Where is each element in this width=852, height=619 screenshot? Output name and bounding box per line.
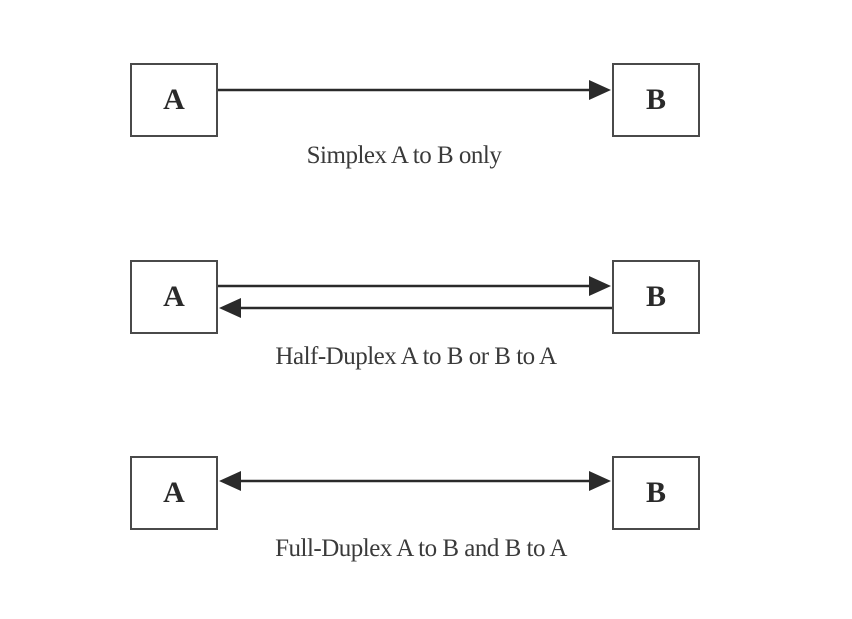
full-duplex-node-a-label: A — [163, 476, 185, 509]
half-duplex-node-a: A — [130, 260, 218, 334]
half-duplex-arrow-b-to-a — [219, 298, 612, 318]
half-duplex-node-a-label: A — [163, 280, 185, 313]
simplex-arrow-a-to-b — [218, 80, 611, 100]
simplex-node-a-label: A — [163, 83, 185, 116]
simplex-node-a: A — [130, 63, 218, 137]
simplex-caption: Simplex A to B only — [306, 142, 502, 169]
full-duplex-node-a: A — [130, 456, 218, 530]
full-duplex-arrow-bidirectional — [219, 471, 611, 491]
half-duplex-caption: Half-Duplex A to B or B to A — [275, 343, 557, 370]
half-duplex-node-b: B — [612, 260, 700, 334]
simplex-node-b-label: B — [645, 83, 666, 116]
full-duplex-node-b-label: B — [645, 476, 666, 509]
full-duplex-caption: Full-Duplex A to B and B to A — [275, 535, 567, 562]
half-duplex-arrow-a-to-b — [218, 276, 611, 296]
half-duplex-node-b-label: B — [645, 280, 666, 313]
full-duplex-node-b: B — [612, 456, 700, 530]
simplex-node-b: B — [612, 63, 700, 137]
